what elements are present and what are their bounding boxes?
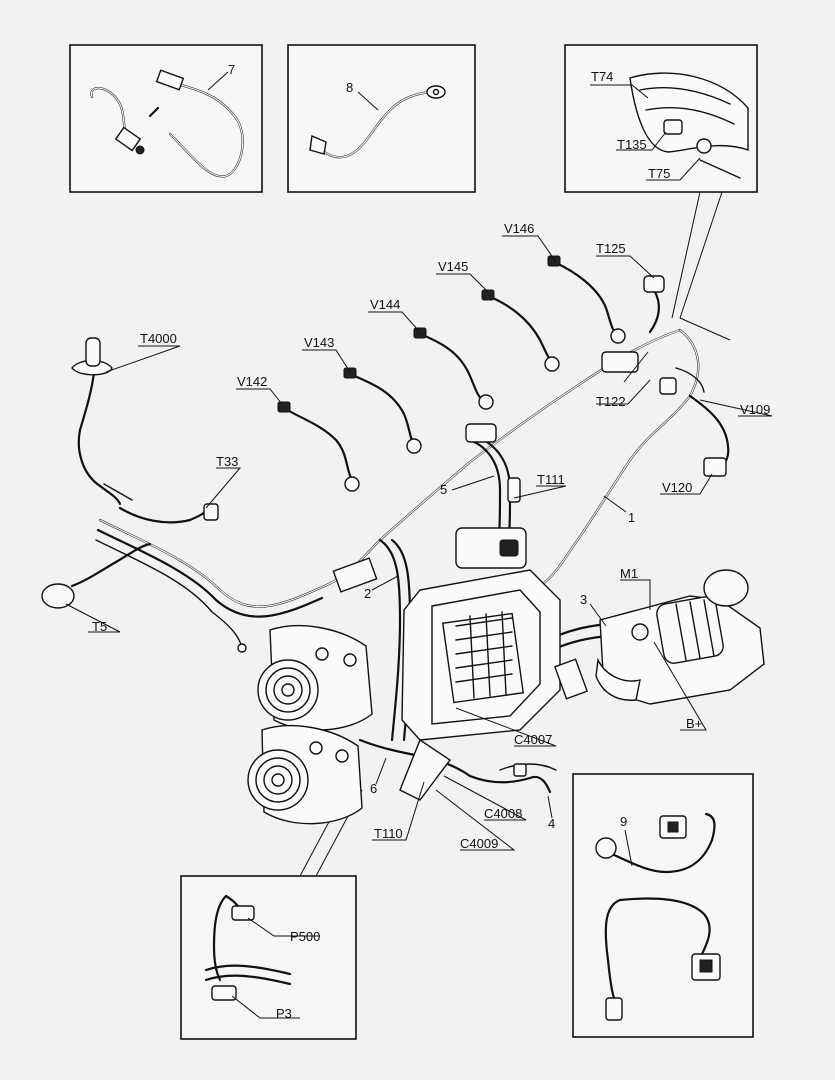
detail-box-sensor-mount: T74 T135 T75 — [564, 44, 758, 193]
ground-strap-8 — [309, 85, 446, 159]
callout-5: 5 — [440, 482, 447, 497]
callout-t74: T74 — [591, 69, 613, 84]
callout-v146: V146 — [504, 221, 534, 236]
callout-v142: V142 — [237, 374, 267, 389]
manifold-sensor-assembly — [629, 72, 749, 179]
callout-c4009: C4009 — [460, 836, 498, 851]
callout-t5: T5 — [92, 619, 107, 634]
callout-6: 6 — [370, 781, 377, 796]
callout-c4007: C4007 — [514, 732, 552, 747]
callout-t135: T135 — [617, 137, 647, 152]
engine-control-module — [399, 527, 589, 801]
callout-c4008: C4008 — [484, 806, 522, 821]
sensor-harness-9 — [595, 812, 721, 1021]
detail-box-item-7: 7 — [69, 44, 263, 193]
callout-m1: M1 — [620, 566, 638, 581]
branch-v145 — [486, 294, 554, 364]
callout-8: 8 — [346, 80, 353, 95]
branch-v146 — [552, 260, 618, 336]
branch-v144 — [418, 332, 486, 402]
callout-v120: V120 — [662, 480, 692, 495]
callout-v144: V144 — [370, 297, 400, 312]
alternator-upper — [257, 624, 373, 731]
callout-t122: T122 — [596, 394, 626, 409]
zoom-line-top-right-2 — [679, 191, 723, 319]
callout-t110: T110 — [374, 826, 403, 841]
callout-t4000: T4000 — [140, 331, 177, 346]
detail-box-item-9: 9 — [572, 773, 754, 1038]
zoom-line-top-right — [671, 191, 701, 319]
callout-2: 2 — [364, 586, 371, 601]
callout-v109: V109 — [740, 402, 770, 417]
callout-p3: P3 — [276, 1006, 292, 1021]
callout-t75: T75 — [648, 166, 670, 181]
callout-4: 4 — [548, 816, 555, 831]
callout-1: 1 — [628, 510, 635, 525]
detail-box-item-8: 8 — [287, 44, 476, 193]
callout-v145: V145 — [438, 259, 468, 274]
callout-t125: T125 — [596, 241, 626, 256]
detail-box-pressure-sensors: P500 P3 — [180, 875, 357, 1040]
callout-7: 7 — [228, 62, 235, 77]
callout-t111: T111 — [537, 472, 565, 487]
branch-v143 — [348, 372, 416, 446]
starter-motor-m1 — [595, 569, 765, 705]
sensor-cable-7 — [90, 69, 244, 178]
callout-v143: V143 — [304, 335, 334, 350]
callout-p500: P500 — [290, 929, 320, 944]
callout-t33: T33 — [216, 454, 238, 469]
callout-bplus: B+ — [686, 716, 702, 731]
callout-3: 3 — [580, 592, 587, 607]
alternator-lower — [247, 724, 363, 825]
callout-9: 9 — [620, 814, 627, 829]
pressure-sensor-harness — [204, 894, 292, 1001]
branch-v142 — [282, 406, 354, 482]
